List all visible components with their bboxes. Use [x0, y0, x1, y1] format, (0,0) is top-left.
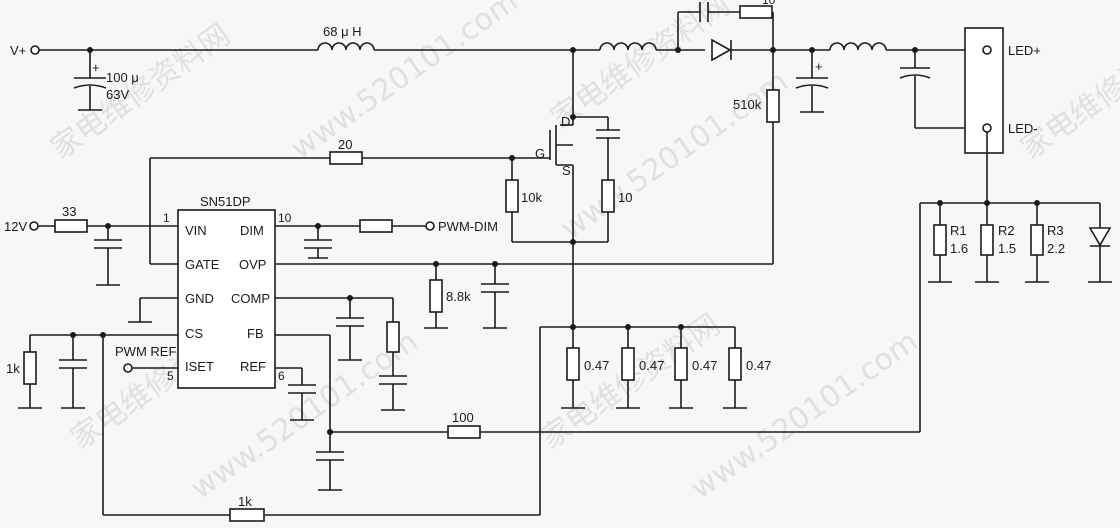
led-minus-label: LED- [1008, 121, 1038, 136]
ic-pin-gnd: GND [185, 291, 214, 306]
led-minus-terminal [982, 123, 992, 133]
resistor-ovp-top-label: 510k [733, 97, 762, 112]
ic-pin-ovp: OVP [239, 257, 266, 272]
resistor-gs [505, 179, 519, 213]
resistor-comp [386, 321, 400, 353]
mosfet-switch: D G S 10 20 10k [150, 50, 632, 327]
resistor-snubber-top [739, 5, 773, 19]
resistor-sense-1 [566, 347, 580, 381]
resistor-cs-label: 1k [6, 361, 20, 376]
watermark-site: www.520101.com [285, 0, 525, 167]
ic-pin-number-1: 1 [163, 211, 170, 225]
diode-snubber: 10 [675, 0, 776, 53]
resistor-sense-4-label: 0.47 [746, 358, 771, 373]
resistor-sense-2 [621, 347, 635, 381]
mosfet-g: G [535, 146, 545, 161]
led-plus-label: LED+ [1008, 43, 1041, 58]
resistor-snubber-top-label: 10 [762, 0, 776, 7]
ic-pin-dim: DIM [240, 223, 264, 238]
inductor-boost [599, 42, 657, 51]
ic-body [177, 209, 276, 389]
inductor-input-label: 68 μ H [323, 24, 362, 39]
led-plus-terminal [982, 45, 992, 55]
boost-diode [711, 38, 732, 62]
output-stage: 510k + LED+ LED- R1 1.6 [275, 27, 1112, 433]
resistor-fb-label: 100 [452, 410, 474, 425]
ic-pin-fb: FB [247, 326, 264, 341]
pwm-ref-terminal [123, 363, 133, 373]
resistor-r2 [980, 224, 994, 256]
vplus-label: V+ [10, 43, 26, 58]
ic-right-network: PWM-DIM 8.8k 100 [275, 219, 509, 491]
resistor-r1 [933, 224, 947, 256]
resistor-ovp-top [766, 89, 780, 123]
pwm-ref-label: PWM REF [115, 344, 176, 359]
pwm-dim-label: PWM-DIM [438, 219, 498, 234]
resistor-gs-label: 10k [521, 190, 542, 205]
r3-value: 2.2 [1047, 241, 1065, 256]
resistor-fb [447, 425, 481, 439]
resistor-input [54, 219, 88, 233]
resistor-ovp-bottom [429, 279, 443, 313]
v12-label: 12V [4, 219, 27, 234]
r2-name: R2 [998, 223, 1015, 238]
ic-pin-cs: CS [185, 326, 203, 341]
mosfet-d: D [561, 114, 570, 129]
resistor-snubber [601, 179, 615, 213]
current-sense: 0.47 0.47 0.47 0.47 1k [102, 324, 771, 522]
v12-terminal [29, 221, 39, 231]
ic-pin-number-5: 5 [167, 369, 174, 383]
ic-pin-vin: VIN [185, 223, 207, 238]
r3-name: R3 [1047, 223, 1064, 238]
cap-output-plus: + [815, 59, 823, 74]
resistor-gate-label: 20 [338, 137, 352, 152]
watermark-cn: 家电维修资料网 [1015, 17, 1120, 166]
resistor-snubber-label: 10 [618, 190, 632, 205]
ic-pin-comp: COMP [231, 291, 270, 306]
inductor-output [829, 42, 887, 51]
ic-sn51dp: SN51DP VIN GATE GND CS ISET DIM OVP COMP… [163, 194, 292, 389]
watermark-cn: 家电维修资料网 [45, 17, 237, 166]
inductor-input [317, 42, 375, 51]
ic-pin-number-6: 6 [278, 369, 285, 383]
ic-name: SN51DP [200, 194, 251, 209]
resistor-sense-1-label: 0.47 [584, 358, 609, 373]
resistor-input-label: 33 [62, 204, 76, 219]
input-12v: 12V 33 1k PWM REF [4, 158, 178, 409]
cap-input-plus: + [92, 60, 100, 75]
resistor-dim [359, 219, 393, 233]
resistor-sense-4 [728, 347, 742, 381]
watermark-cn: 家电维修资料网 [535, 307, 727, 456]
mosfet-s: S [562, 163, 571, 178]
resistor-sense-3-label: 0.47 [692, 358, 717, 373]
r1-value: 1.6 [950, 241, 968, 256]
ic-pin-ref: REF [240, 359, 266, 374]
resistor-sense-2-label: 0.47 [639, 358, 664, 373]
resistor-r3 [1030, 224, 1044, 256]
r2-value: 1.5 [998, 241, 1016, 256]
cap-input-voltage: 63V [106, 87, 129, 102]
resistor-gate [329, 151, 363, 165]
pwm-dim-terminal [425, 221, 435, 231]
r1-name: R1 [950, 223, 967, 238]
watermark-site: www.520101.com [685, 324, 925, 507]
ic-pin-number-10: 10 [278, 211, 292, 225]
ic-pin-gate: GATE [185, 257, 220, 272]
resistor-ovp-bottom-label: 8.8k [446, 289, 471, 304]
ic-pin-iset: ISET [185, 359, 214, 374]
led-diode [1088, 227, 1112, 247]
capacitor-input: + 100 μ 63V [73, 50, 139, 111]
resistor-sense-3 [674, 347, 688, 381]
resistor-cs [23, 351, 37, 385]
cap-input-value: 100 μ [106, 70, 139, 85]
resistor-bottom-label: 1k [238, 494, 252, 509]
vplus-terminal [30, 45, 40, 55]
resistor-bottom [229, 508, 265, 522]
